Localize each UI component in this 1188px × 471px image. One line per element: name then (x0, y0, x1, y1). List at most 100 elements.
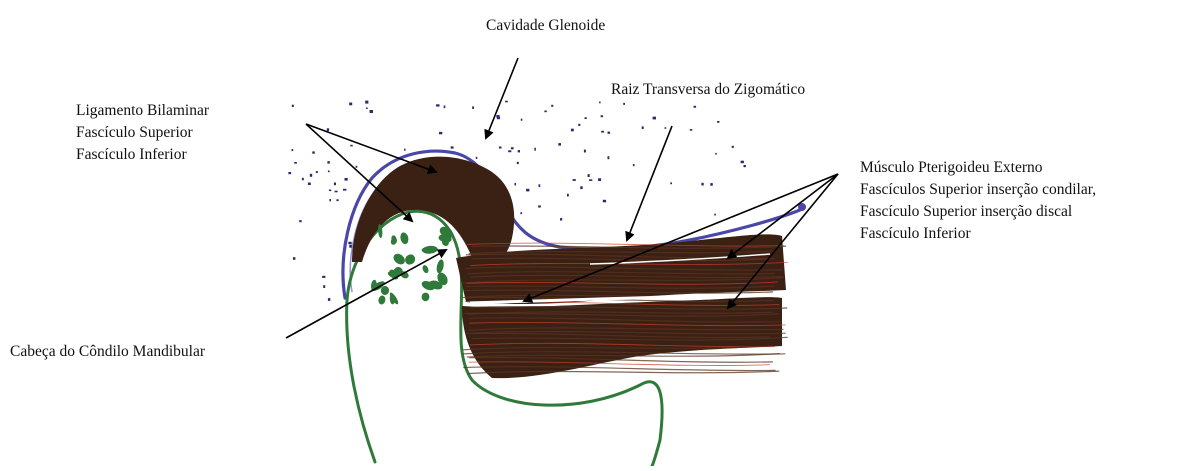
bone-dot (439, 132, 442, 134)
bone-dot (701, 183, 703, 186)
bone-dot (608, 156, 610, 159)
bone-dot (505, 101, 508, 103)
bone-dot (670, 182, 672, 184)
bone-dot (335, 191, 338, 193)
bone-dot (601, 131, 604, 133)
bone-dot (653, 117, 656, 120)
arrow-raiz (627, 126, 672, 240)
bone-dot (327, 128, 329, 131)
bone-dot (717, 121, 719, 123)
bone-dot (451, 146, 454, 148)
bone-dot (336, 199, 338, 201)
label-ligamento-bilaminar: Ligamento Bilaminar Fascículo Superior F… (76, 100, 209, 166)
bone-dot (588, 174, 590, 177)
label-musculo-line-3: Fascículo Superior inserção discal (860, 201, 1096, 223)
label-musculo-line-1: Músculo Pterigoideu Externo (860, 157, 1096, 179)
arrow-cabeca (286, 250, 446, 338)
trabecular-blob (390, 237, 398, 246)
bone-dot (350, 145, 352, 147)
bone-dot (601, 115, 604, 117)
trabecular-blob (399, 232, 409, 245)
bone-dot (584, 150, 586, 153)
bone-dot (539, 184, 541, 187)
bone-dot (623, 103, 625, 105)
bone-dot (732, 146, 734, 148)
bone-dot (551, 105, 553, 107)
trabecular-blob (436, 259, 445, 274)
bone-dot (370, 110, 373, 113)
arrow-ligamento-1 (306, 124, 436, 172)
bone-dot (598, 178, 601, 181)
condyle-trabecular-blobs (370, 224, 455, 305)
bone-dot (365, 101, 368, 104)
bone-dot (538, 205, 541, 207)
bone-dot (294, 162, 297, 164)
bone-dot (436, 104, 439, 106)
bone-dot (293, 257, 295, 260)
bone-dot (690, 129, 693, 131)
label-raiz-transversa: Raiz Transversa do Zigomático (611, 79, 805, 101)
label-musculo-line-4: Fascículo Inferior (860, 223, 1096, 245)
bone-dot (322, 276, 324, 278)
bone-dot (329, 199, 331, 201)
bone-dot (292, 149, 294, 151)
bone-dot (323, 285, 325, 288)
bone-dot (694, 106, 697, 108)
bone-dot (316, 171, 318, 173)
bone-dot (496, 115, 499, 117)
bone-dot (444, 106, 446, 109)
label-musculo-pterigoideu: Músculo Pterigoideu Externo Fascículos S… (860, 157, 1096, 245)
label-cavidade-glenoide: Cavidade Glenoide (486, 15, 605, 37)
bone-dot (345, 178, 348, 181)
bone-dot (521, 119, 523, 121)
bone-dot (334, 183, 336, 186)
bone-dot (715, 153, 717, 155)
bone-dot (710, 183, 713, 186)
bone-dot (744, 165, 746, 167)
bone-dot (517, 162, 519, 164)
trabecular-blob (391, 252, 407, 267)
bone-dot (571, 129, 574, 132)
bone-dot (585, 117, 587, 119)
bone-dot (599, 102, 601, 104)
bone-dot (714, 214, 716, 216)
bone-dot (292, 105, 294, 107)
bone-dot (348, 242, 351, 244)
bone-dot (544, 111, 546, 113)
arrow-cavidade (486, 58, 518, 138)
bone-dot (499, 147, 502, 149)
bone-dot (642, 126, 644, 129)
bone-dot (308, 183, 311, 186)
bone-dot (366, 108, 368, 110)
bone-dot (567, 194, 569, 197)
bone-dot (312, 151, 315, 153)
bone-dot (558, 143, 561, 146)
bone-dot (497, 117, 500, 119)
bone-dot (328, 298, 330, 301)
bone-dot (515, 183, 517, 186)
bone-dot (327, 161, 329, 164)
label-cabeca-condilo: Cabeça do Côndilo Mandibular (10, 341, 205, 363)
label-musculo-line-2: Fascículos Superior inserção condilar, (860, 179, 1096, 201)
label-ligamento-line-1: Ligamento Bilaminar (76, 100, 209, 122)
bone-dot (578, 124, 580, 126)
bone-dot (310, 174, 312, 177)
bone-dot (472, 106, 474, 109)
bone-dot (343, 189, 346, 191)
bone-dot (511, 147, 514, 149)
bone-dot (526, 189, 529, 192)
bone-dot (534, 148, 536, 151)
label-ligamento-line-3: Fascículo Inferior (76, 144, 209, 166)
bone-dot (560, 218, 562, 220)
trabecular-blob (421, 292, 429, 301)
bone-dot (288, 172, 291, 174)
bone-dot (665, 127, 667, 129)
bone-dot (520, 212, 522, 214)
trabecular-blob (421, 264, 429, 274)
bone-dot (741, 161, 744, 164)
bone-dot (508, 150, 511, 152)
bone-dot (518, 150, 520, 152)
bone-dot (404, 149, 406, 151)
bone-dot (589, 179, 592, 181)
